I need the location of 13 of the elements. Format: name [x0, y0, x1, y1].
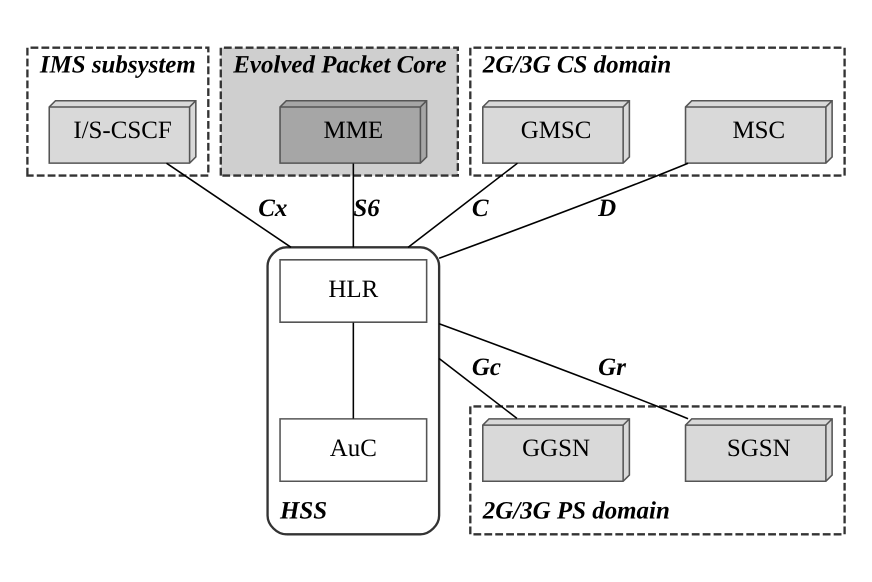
- connector: [352, 322, 354, 419]
- edge-label: S6: [353, 194, 380, 222]
- node-box: AuC: [279, 418, 428, 482]
- edge-label: D: [598, 194, 616, 222]
- node-box: HLR: [279, 259, 428, 323]
- edge-label: Gr: [598, 354, 626, 381]
- connector: [352, 164, 354, 248]
- edge-label: C: [472, 194, 489, 222]
- connector: [438, 358, 518, 420]
- connector: [438, 162, 688, 259]
- edge-label: Cx: [258, 194, 288, 222]
- connector: [438, 323, 688, 420]
- edge-label: Gc: [472, 354, 501, 381]
